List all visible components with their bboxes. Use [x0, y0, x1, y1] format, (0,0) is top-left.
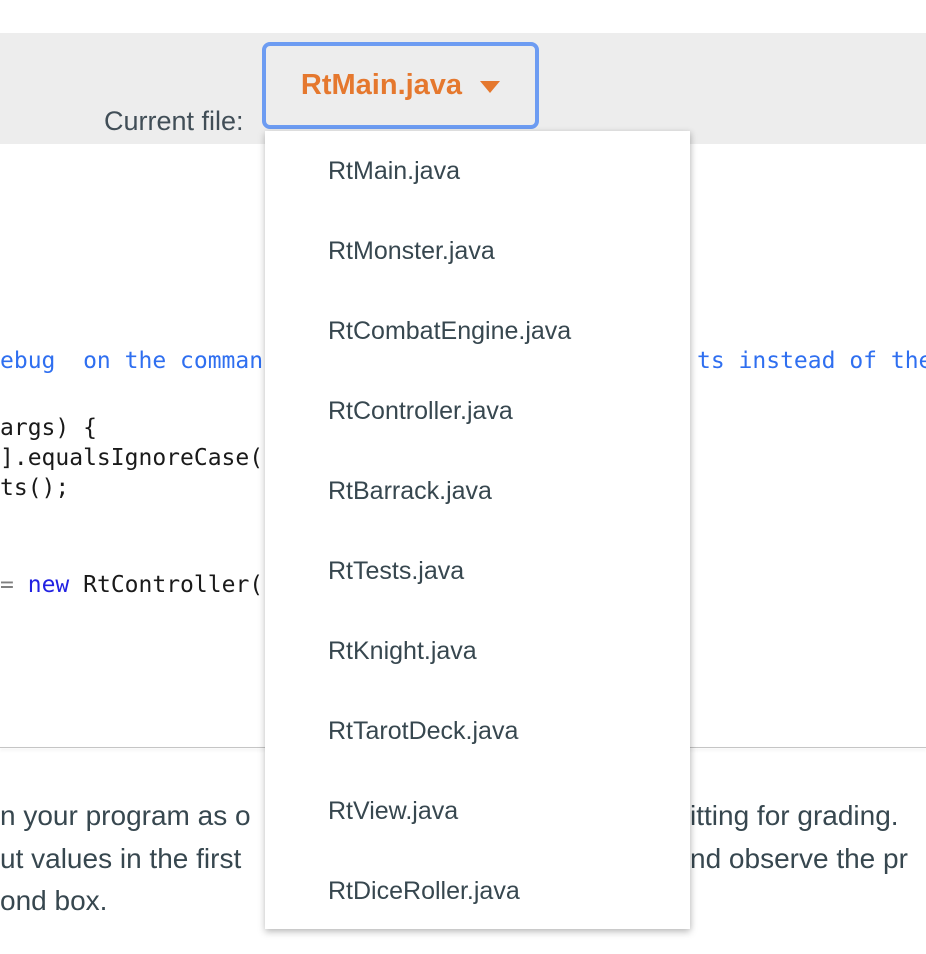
- code-line-equalsignorecase: ].equalsIgnoreCase(: [0, 445, 264, 471]
- instruction-line2-left: ut values in the first: [0, 843, 242, 874]
- instruction-line3-left: ond box.: [0, 885, 108, 916]
- dropdown-item-rtdiceroller[interactable]: RtDiceRoller.java: [328, 876, 520, 905]
- dropdown-item-rttests[interactable]: RtTests.java: [328, 556, 465, 585]
- file-dropdown-menu: RtMain.java RtMonster.java RtCombatEngin…: [265, 131, 690, 929]
- selected-file-name: RtMain.java: [300, 69, 463, 101]
- dropdown-item-rtcombatengine[interactable]: RtCombatEngine.java: [328, 316, 572, 345]
- instruction-line2-right: nd observe the pr: [690, 843, 908, 874]
- assignment-rest: RtController(: [83, 572, 264, 598]
- instruction-line1-right: itting for grading.: [690, 800, 899, 831]
- dropdown-item-rtview[interactable]: RtView.java: [328, 796, 459, 825]
- dropdown-item-rtmain[interactable]: RtMain.java: [328, 156, 460, 185]
- current-file-label: Current file:: [104, 106, 244, 136]
- instruction-line1-left: n your program as o: [0, 800, 251, 831]
- code-line-ts: ts();: [0, 475, 70, 501]
- assignment-equals: =: [0, 572, 14, 598]
- code-comment-right: ts instead of the: [697, 348, 926, 374]
- assignment-keyword-new: new: [27, 572, 70, 598]
- caret-down-icon: [480, 81, 501, 93]
- current-file-dropdown-button[interactable]: RtMain.java: [262, 42, 539, 129]
- code-line-args: args) {: [0, 415, 97, 441]
- dropdown-item-rttarotdeck[interactable]: RtTarotDeck.java: [328, 716, 519, 745]
- code-line-assignment: = new RtController(: [0, 571, 263, 599]
- dropdown-item-rtknight[interactable]: RtKnight.java: [328, 636, 477, 665]
- code-comment-left: ebug on the comman: [0, 348, 264, 374]
- dropdown-item-rtbarrack[interactable]: RtBarrack.java: [328, 476, 492, 505]
- dropdown-item-rtmonster[interactable]: RtMonster.java: [328, 236, 495, 265]
- dropdown-item-rtcontroller[interactable]: RtController.java: [328, 396, 513, 425]
